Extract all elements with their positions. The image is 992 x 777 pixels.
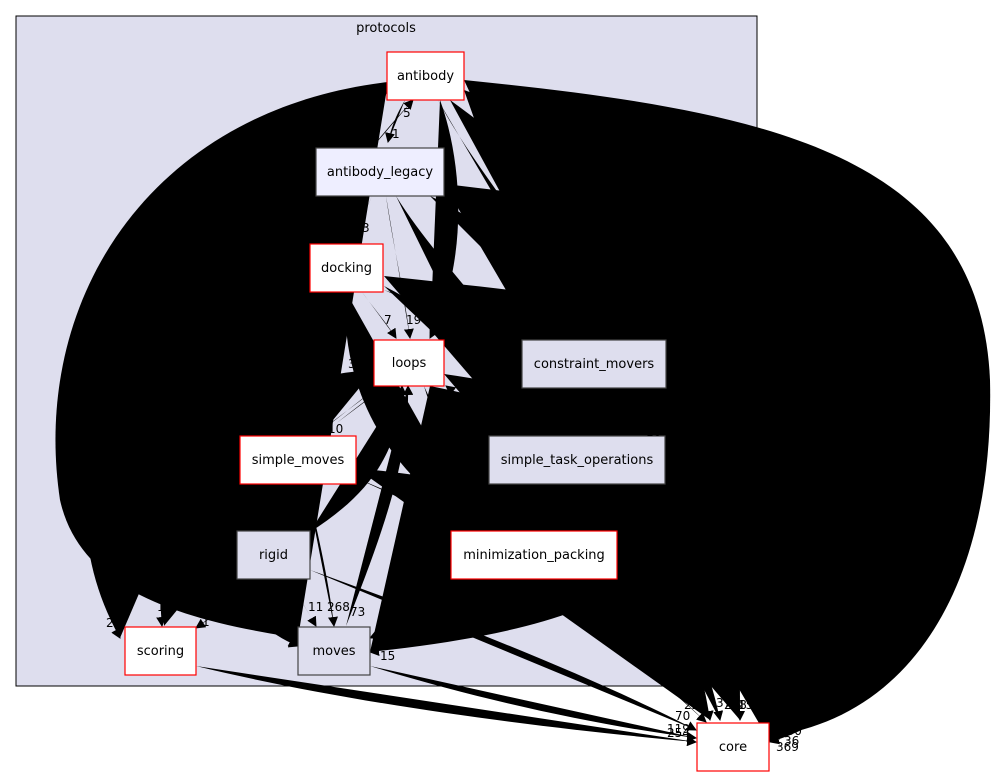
edge-label: 10: [262, 408, 277, 422]
edge-label: 9: [530, 410, 538, 424]
edge-simple-moves-loops: [322, 385, 387, 434]
edge-simple-moves-moves: [306, 484, 338, 627]
edge-label: 1: [510, 411, 518, 425]
edge-minimization-core: [556, 580, 707, 723]
node-moves[interactable]: moves: [297, 626, 371, 676]
edge-label: 158: [738, 698, 761, 712]
edge-label: 5: [452, 390, 460, 404]
edge-labels: 5 1 15 3 7 19 48 3 2 2 8 10 12 10 7 3 3 …: [106, 106, 802, 754]
edge-label: 8: [258, 408, 266, 422]
edge-antibody-legacy-docking: [350, 196, 372, 243]
edge-loops-simple-moves: [315, 386, 380, 435]
node-label: constraint_movers: [534, 357, 655, 372]
node-antibody[interactable]: antibody: [386, 51, 465, 101]
node-core[interactable]: core: [696, 722, 770, 772]
edge-label: 10: [646, 425, 661, 439]
edge-label: 15: [314, 216, 329, 230]
edge-label: 11: [308, 600, 323, 614]
edge-scoring-core: [196, 666, 697, 747]
edge-moves-core: [370, 666, 697, 742]
cluster-label: protocols: [356, 21, 416, 36]
node-label: docking: [321, 261, 372, 276]
node-simple-task-operations[interactable]: simple_task_operations: [488, 435, 666, 485]
edge-rigid-moves: [288, 578, 317, 627]
edge-label: 10: [157, 600, 172, 614]
edge-label: 23: [477, 506, 492, 520]
edge-label: 2: [577, 312, 585, 326]
edge-label: 278: [724, 698, 747, 712]
edge-antibody-antibody-legacy: [385, 100, 405, 143]
edge-label: 150: [779, 724, 802, 738]
nodes: antibody antibody_legacy docking loops c…: [124, 51, 770, 772]
edge-label: 36: [784, 734, 799, 748]
node-rigid[interactable]: rigid: [236, 530, 311, 580]
edge-label: 37: [716, 696, 731, 710]
node-constraint-movers[interactable]: constraint_movers: [521, 339, 667, 389]
edge-label: 73: [350, 605, 365, 619]
edge-label: 4: [287, 509, 295, 523]
edge-scoring-loops: [163, 365, 375, 626]
edge-label: 1: [202, 615, 210, 629]
node-label: core: [719, 740, 747, 755]
edge-label: 6: [458, 509, 466, 523]
edge-label: 15: [380, 649, 395, 663]
edge-label: 70: [675, 709, 690, 723]
edge-label: 48: [428, 319, 443, 333]
edge-rigid-scoring: [195, 578, 262, 629]
node-label: moves: [312, 644, 355, 659]
edge-label: 10: [328, 422, 343, 436]
edge-label: 3: [348, 357, 356, 371]
edge-label: 5: [403, 106, 411, 120]
edge-label: 268: [327, 600, 350, 614]
node-docking[interactable]: docking: [309, 243, 384, 293]
node-label: loops: [392, 356, 427, 371]
edge-label: 100: [273, 614, 296, 628]
edge-rigid-core: [310, 570, 697, 731]
node-label: simple_moves: [252, 453, 345, 468]
edge-label: 3: [515, 318, 523, 332]
edge-label: 7: [384, 313, 392, 327]
edge-label: 2: [504, 504, 512, 518]
edge-label: 7: [364, 388, 372, 402]
edge-label: 64: [273, 623, 288, 637]
node-label: antibody_legacy: [327, 165, 434, 180]
edge-constraint-movers-core: [666, 372, 800, 721]
edge-label: 31: [779, 712, 794, 726]
edge-simple-moves-core: [356, 468, 714, 721]
edge-label: 18: [242, 504, 257, 518]
edge-label: 3: [388, 397, 396, 411]
edge-label: 12: [308, 414, 323, 428]
node-antibody-legacy[interactable]: antibody_legacy: [315, 147, 445, 197]
node-loops[interactable]: loops: [373, 339, 445, 387]
node-scoring[interactable]: scoring: [124, 626, 197, 676]
edge-label: 119: [667, 722, 690, 736]
edge-label: 369: [776, 740, 799, 754]
node-minimization-packing[interactable]: minimization_packing: [450, 530, 618, 580]
edge-label: 2: [106, 616, 114, 630]
node-label: simple_task_operations: [501, 453, 654, 468]
node-label: rigid: [259, 548, 288, 563]
edge-label: 170: [622, 524, 645, 538]
edge-antibody-legacy-antibody: [372, 99, 414, 148]
edge-label: 2: [572, 312, 580, 326]
edge-label: 1: [392, 127, 400, 141]
edge-label: 46: [382, 625, 397, 639]
node-label: antibody: [397, 69, 454, 84]
node-label: minimization_packing: [463, 548, 605, 563]
edge-label: 4: [237, 504, 245, 518]
edge-moves-loops: [346, 385, 414, 626]
node-simple-moves[interactable]: simple_moves: [239, 435, 357, 485]
edge-label: 19: [406, 313, 421, 327]
edge-minimization-moves: [369, 580, 484, 639]
edge-label: 254: [667, 726, 690, 740]
node-label: scoring: [137, 644, 184, 659]
edge-label: 3: [362, 221, 370, 235]
edge-simple-moves-rigid: [282, 484, 298, 531]
edge-docking-loops: [362, 292, 397, 339]
edge-label: 223: [684, 698, 707, 712]
